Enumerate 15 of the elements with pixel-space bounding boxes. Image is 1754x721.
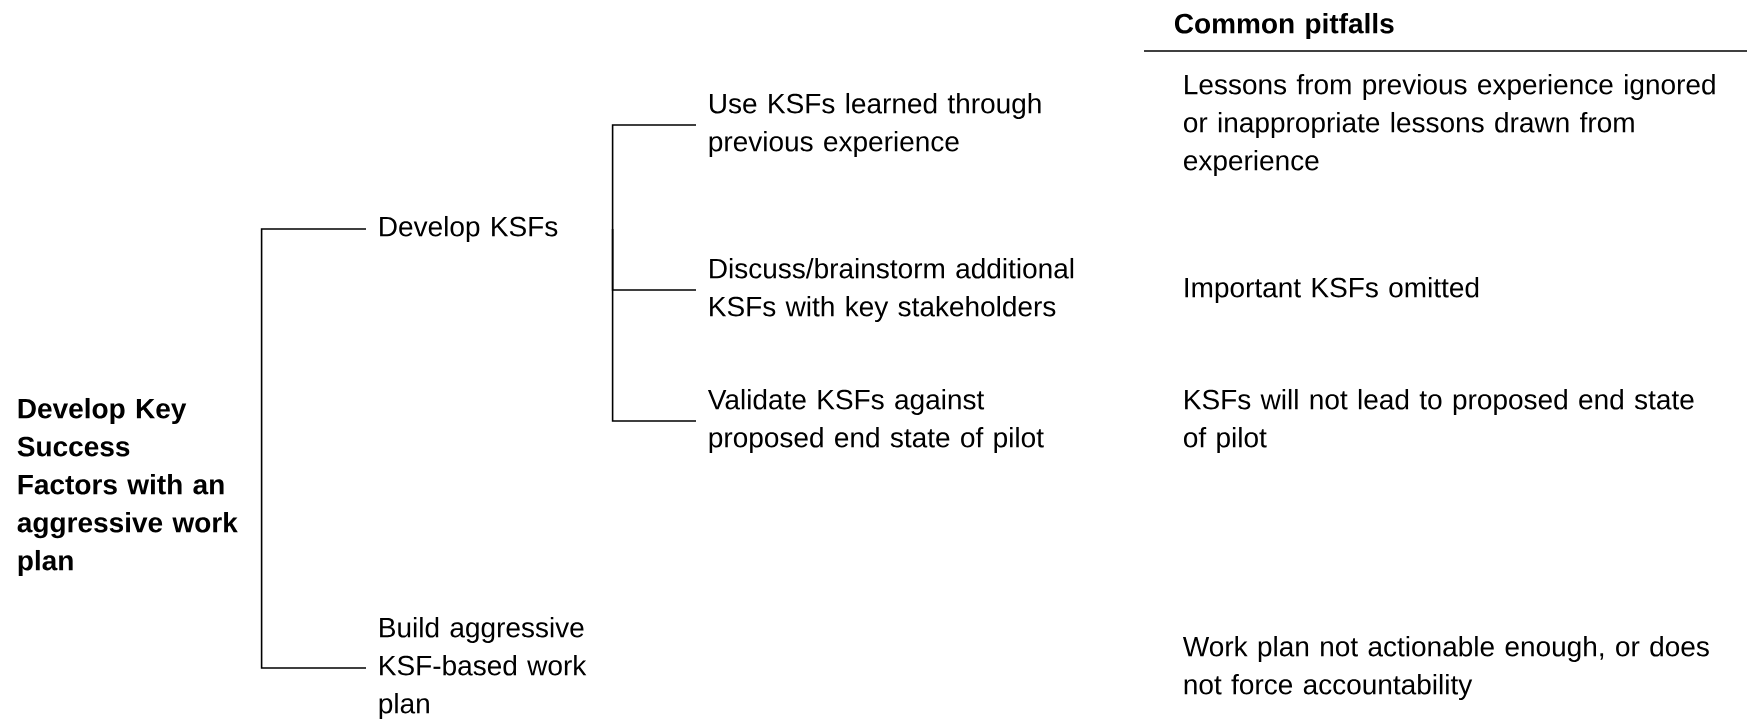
pitfall-text: KSFs will not lead to proposed end state of pilot: [1184, 388, 1694, 454]
pitfall-text: Lessons from previous experience ignored or inappropriate lessons drawn from experience: [1184, 73, 1715, 177]
pitfall-text: Important KSFs omitted: [1185, 276, 1479, 304]
tree-connector: [260, 486, 367, 669]
tree-connector: [611, 124, 697, 230]
branch-text: Develop KSFs: [380, 215, 558, 243]
branch-text: Build aggressive KSF-based work plan: [379, 616, 587, 720]
column-heading: Common pitfalls: [1174, 12, 1394, 40]
pitfall-text: Work plan not actionable enough, or does not force accountability: [1182, 635, 1709, 701]
branch-text: Use KSFs learned through previous experience: [709, 92, 1041, 158]
branch-text: Validate KSFs against proposed end state of pilot: [707, 388, 1044, 454]
branch-text: Discuss/brainstorm additional KSFs with key stakeholders: [710, 257, 1074, 323]
tree-connector: [260, 228, 367, 488]
tree-connector: [611, 228, 697, 422]
root-text: Develop Key Success Factors with an aggressive work plan: [17, 397, 238, 577]
